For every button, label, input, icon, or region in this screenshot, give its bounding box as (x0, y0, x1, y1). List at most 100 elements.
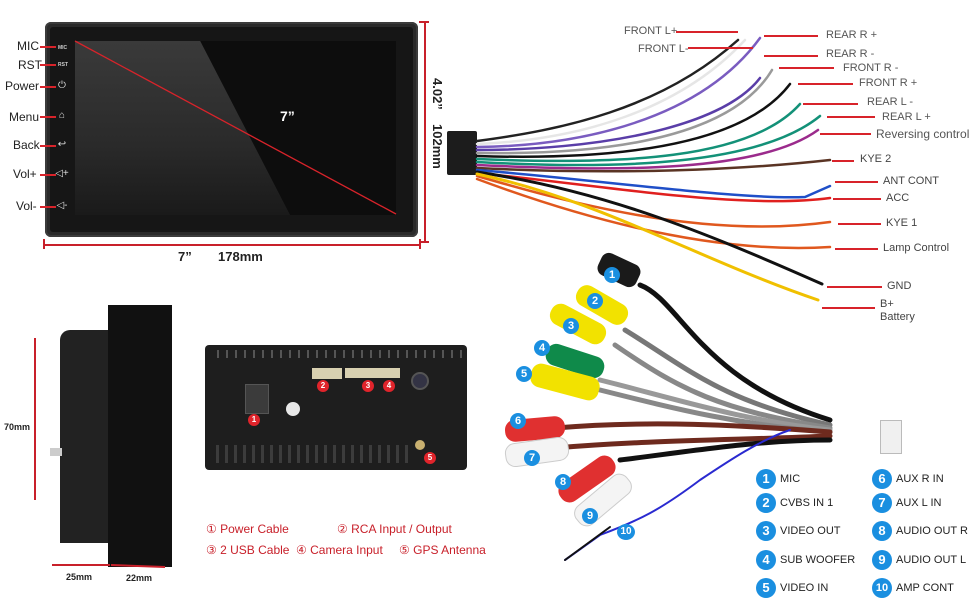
wire-front-l-minus (475, 38, 740, 143)
back-top-fins (210, 350, 462, 358)
wire-rear-l-minus (475, 102, 802, 163)
side-chassis-front (108, 305, 172, 567)
rca-callout-8: 8 (555, 474, 571, 490)
rst-leader (40, 64, 56, 66)
power-icon: ⏻ (58, 80, 66, 91)
kye2-label: KYE 2 (860, 153, 892, 165)
rca-callout-2: 2 (587, 293, 603, 309)
front-l-plus-label: FRONT L+ (624, 25, 678, 37)
back-legend-4: ④ Camera Input (296, 543, 383, 557)
side-height-dimension (34, 338, 36, 500)
side-rear-depth-label: 25mm (66, 572, 93, 582)
back-callout-2: 2 (317, 380, 329, 392)
audio-out-cable (617, 437, 833, 463)
diagonal-label: 7” (280, 108, 295, 124)
back-leader (40, 145, 56, 147)
wire-reversing (475, 128, 820, 170)
rca-callout-7: 7 (524, 450, 540, 466)
home-icon: ⌂ (58, 110, 66, 121)
rear-l-minus-label: REAR L - (867, 96, 914, 108)
video-in-cable (597, 387, 833, 435)
volume-down-icon: ◁- (56, 200, 68, 211)
wire-rear-l-plus (475, 114, 822, 167)
front-r-minus-label: FRONT R - (843, 62, 899, 74)
wire-front-l-plus (475, 38, 747, 146)
battery-label: Battery (880, 311, 915, 323)
vol-up-label: Vol+ (13, 167, 37, 181)
mic-jack (594, 250, 644, 290)
height-inches-label: 4.02” (430, 78, 445, 110)
wire-ant-cont (475, 168, 832, 199)
video-out-cable (612, 342, 833, 431)
sub-cable (597, 377, 833, 433)
back-icon: ↩ (57, 139, 67, 150)
back-bottom-fins (210, 445, 410, 463)
menu-label: Menu (9, 110, 40, 124)
rca-callout-3: 3 (563, 318, 579, 334)
mic-leader (40, 46, 56, 48)
wire-front-r-plus (475, 82, 792, 158)
rear-r-minus-label: REAR R - (826, 48, 875, 60)
back-legend-1: ① Power Cable (206, 522, 289, 536)
height-mm-label: 102mm (430, 124, 445, 169)
power-port (245, 384, 269, 414)
rca-callout-6: 6 (510, 413, 526, 429)
mic-label: MIC (17, 39, 39, 53)
side-rear-depth-dimension (52, 564, 110, 566)
aux-jack (411, 372, 429, 390)
mic-cable (637, 282, 833, 423)
side-connector (50, 448, 62, 456)
back-callout-1: 1 (248, 414, 260, 426)
front-l-minus-label: FRONT L- (638, 43, 689, 55)
cvbs-cable (622, 327, 833, 428)
back-legend-5: ⑤ GPS Antenna (399, 543, 486, 557)
rca-port (312, 368, 342, 379)
rst-panel-label: RST (58, 62, 68, 68)
width-mm-label: 178mm (218, 249, 263, 264)
wire-acc (475, 171, 832, 203)
iso-connector (447, 131, 477, 175)
rear-l-plus-label: REAR L + (882, 111, 931, 123)
power-leader (40, 86, 56, 88)
aux-r-cable (552, 421, 833, 435)
height-dimension-line (424, 22, 426, 242)
back-legend-3: ③ 2 USB Cable (206, 543, 290, 557)
b-plus-label: B+ (880, 298, 894, 310)
side-front-depth-label: 22mm (126, 573, 153, 583)
wire-front-r-minus (475, 68, 774, 155)
volume-up-icon: ◁+ (55, 168, 69, 179)
rst-label: RST (18, 58, 42, 72)
vol-down-label: Vol- (16, 199, 37, 213)
back-callout-4: 4 (383, 380, 395, 392)
usb-camera-port (345, 368, 400, 378)
ant-cont-label: ANT CONT (883, 175, 940, 187)
touch-screen (75, 41, 396, 215)
vol-down-leader (40, 206, 56, 208)
mic-panel-label: MIC (58, 45, 68, 51)
width-dimension-line (44, 244, 420, 246)
wire-rear-r-plus (475, 36, 762, 149)
wire-battery (475, 172, 820, 302)
back-legend-2: ② RCA Input / Output (337, 522, 452, 536)
aux-l-cable (552, 433, 833, 451)
reversing-control-label: Reversing control (876, 127, 970, 141)
side-height-label: 70mm (4, 422, 31, 432)
rca-callout-9: 9 (582, 508, 598, 524)
wire-kye2 (475, 158, 832, 173)
rca-callout-1: 1 (604, 267, 620, 283)
gps-port (415, 440, 425, 450)
power-label: Power (5, 79, 40, 93)
lamp-control-label: Lamp Control (883, 242, 950, 254)
back-label: Back (13, 138, 40, 152)
rca-callout-10: 10 (617, 524, 635, 540)
wire-gnd (475, 170, 824, 286)
